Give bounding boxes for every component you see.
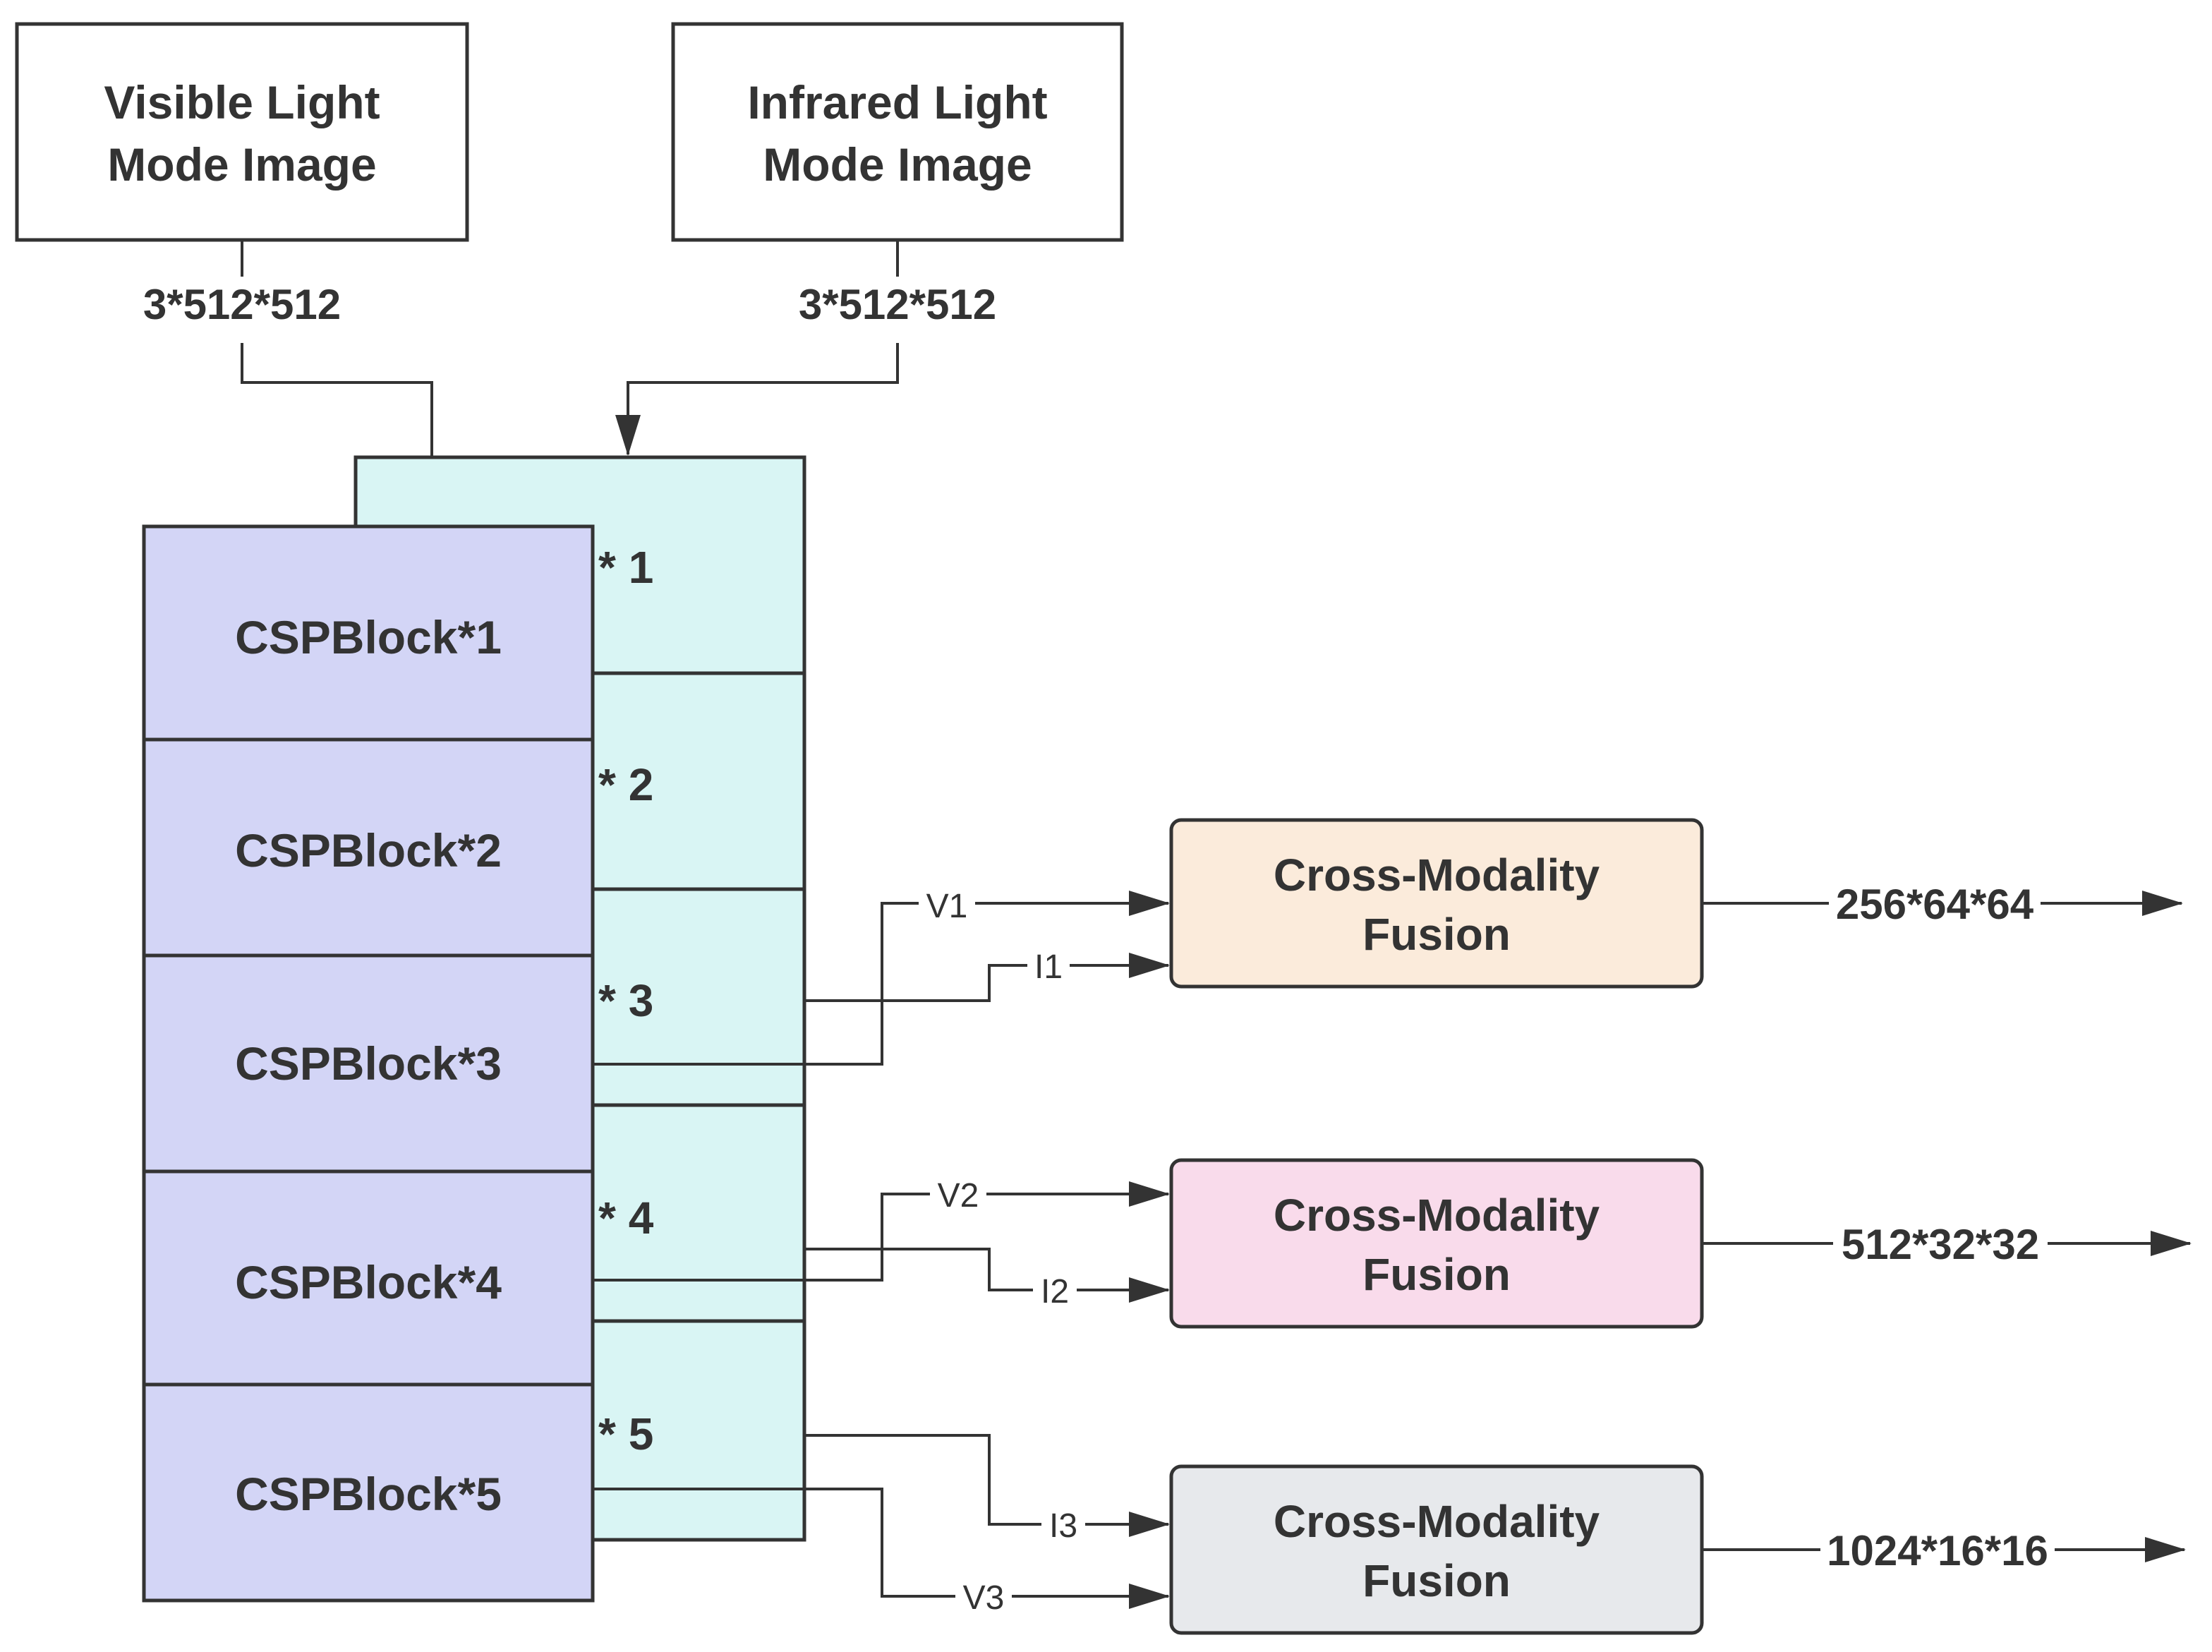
- visible-input-dimension: 3*512*512: [143, 281, 341, 328]
- fusion-box-1: [1169, 818, 1704, 989]
- i2-label: I2: [1041, 1273, 1069, 1310]
- fusion-module-3: Cross-Modality Fusion: [1169, 1464, 1704, 1635]
- infrared-block-label-3: * 3: [598, 975, 653, 1026]
- i3-label: I3: [1049, 1507, 1077, 1545]
- fusion-label-3-line2: Fusion: [1362, 1555, 1511, 1606]
- fusion-box-3: [1169, 1464, 1704, 1635]
- infrared-block-label-4: * 4: [598, 1193, 654, 1243]
- i1-label: I1: [1034, 948, 1063, 986]
- visible-block-5: [142, 1382, 595, 1603]
- v1-label: V1: [926, 888, 968, 925]
- visible-block-1: [142, 524, 595, 742]
- fusion-label-1-line2: Fusion: [1362, 909, 1511, 960]
- v2-connector: [593, 1181, 1170, 1282]
- visible-input-arrow: [241, 343, 445, 524]
- fusion-module-1: Cross-Modality Fusion: [1169, 818, 1704, 989]
- visible-block-4: [142, 1169, 595, 1387]
- outputs: 256*64*64 512*32*32 1024*16*16: [1702, 878, 2192, 1575]
- fusion-module-2: Cross-Modality Fusion: [1169, 1158, 1704, 1329]
- infrared-block-label-1: * 1: [598, 542, 653, 593]
- visible-block-label-4: CSPBlock*4: [235, 1256, 502, 1308]
- output-dimension-3: 1024*16*16: [1827, 1527, 2048, 1574]
- fusion-label-1-line1: Cross-Modality: [1274, 850, 1600, 900]
- visible-input-box: [15, 22, 469, 242]
- output-dimension-2: 512*32*32: [1842, 1221, 2039, 1268]
- infrared-input-label-line1: Infrared Light: [747, 76, 1047, 128]
- i2-connector: [804, 1248, 1170, 1303]
- visible-block-label-2: CSPBlock*2: [235, 824, 502, 876]
- infrared-block-label-2: * 2: [598, 759, 653, 810]
- infrared-block-label-5: * 5: [598, 1409, 653, 1459]
- visible-input-label-line2: Mode Image: [107, 138, 376, 191]
- visible-input-label-line1: Visible Light: [104, 76, 380, 128]
- infrared-input-arrow: [615, 343, 899, 456]
- output-dimension-1: 256*64*64: [1836, 881, 2034, 928]
- infrared-input-label-line2: Mode Image: [763, 138, 1032, 191]
- fusion-label-3-line1: Cross-Modality: [1274, 1496, 1600, 1547]
- fusion-box-2: [1169, 1158, 1704, 1329]
- fusion-label-2-line1: Cross-Modality: [1274, 1190, 1600, 1241]
- v3-label: V3: [963, 1579, 1005, 1617]
- i1-connector: [804, 953, 1170, 1002]
- infrared-input-box: [671, 22, 1124, 242]
- infrared-input-dimension: 3*512*512: [799, 281, 996, 328]
- v3-connector: [593, 1488, 1170, 1609]
- visible-block-2: [142, 737, 595, 958]
- i3-connector: [804, 1434, 1170, 1537]
- feature-connectors: V1 I1 V2 I2 I3 V3: [593, 884, 1170, 1617]
- v1-connector: [593, 891, 1170, 1066]
- visible-block-label-5: CSPBlock*5: [235, 1468, 502, 1520]
- v2-label: V2: [938, 1177, 979, 1214]
- visible-block-label-3: CSPBlock*3: [235, 1037, 502, 1090]
- visible-backbone: CSPBlock*1 CSPBlock*2 CSPBlock*3 CSPBloc…: [142, 524, 595, 1603]
- fusion-label-2-line2: Fusion: [1362, 1249, 1511, 1300]
- visible-block-3: [142, 953, 595, 1174]
- visible-block-label-1: CSPBlock*1: [235, 611, 502, 663]
